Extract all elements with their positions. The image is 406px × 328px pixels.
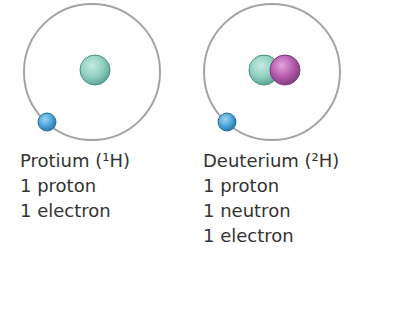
particle-count: 1 proton bbox=[20, 175, 96, 197]
electron bbox=[218, 113, 236, 131]
proton bbox=[80, 55, 110, 85]
electron bbox=[38, 113, 56, 131]
particle-count: 1 neutron bbox=[203, 200, 291, 222]
particle-count: 1 electron bbox=[203, 225, 294, 247]
protium-atom bbox=[24, 4, 160, 140]
electron-orbit bbox=[204, 4, 340, 140]
atom-name: Protium (¹H) bbox=[20, 150, 130, 172]
particle-count: 1 electron bbox=[20, 200, 111, 222]
electron-orbit bbox=[24, 4, 160, 140]
atom-name: Deuterium (²H) bbox=[203, 150, 339, 172]
particle-count: 1 proton bbox=[203, 175, 279, 197]
neutron bbox=[270, 55, 300, 85]
deuterium-atom bbox=[204, 4, 340, 140]
